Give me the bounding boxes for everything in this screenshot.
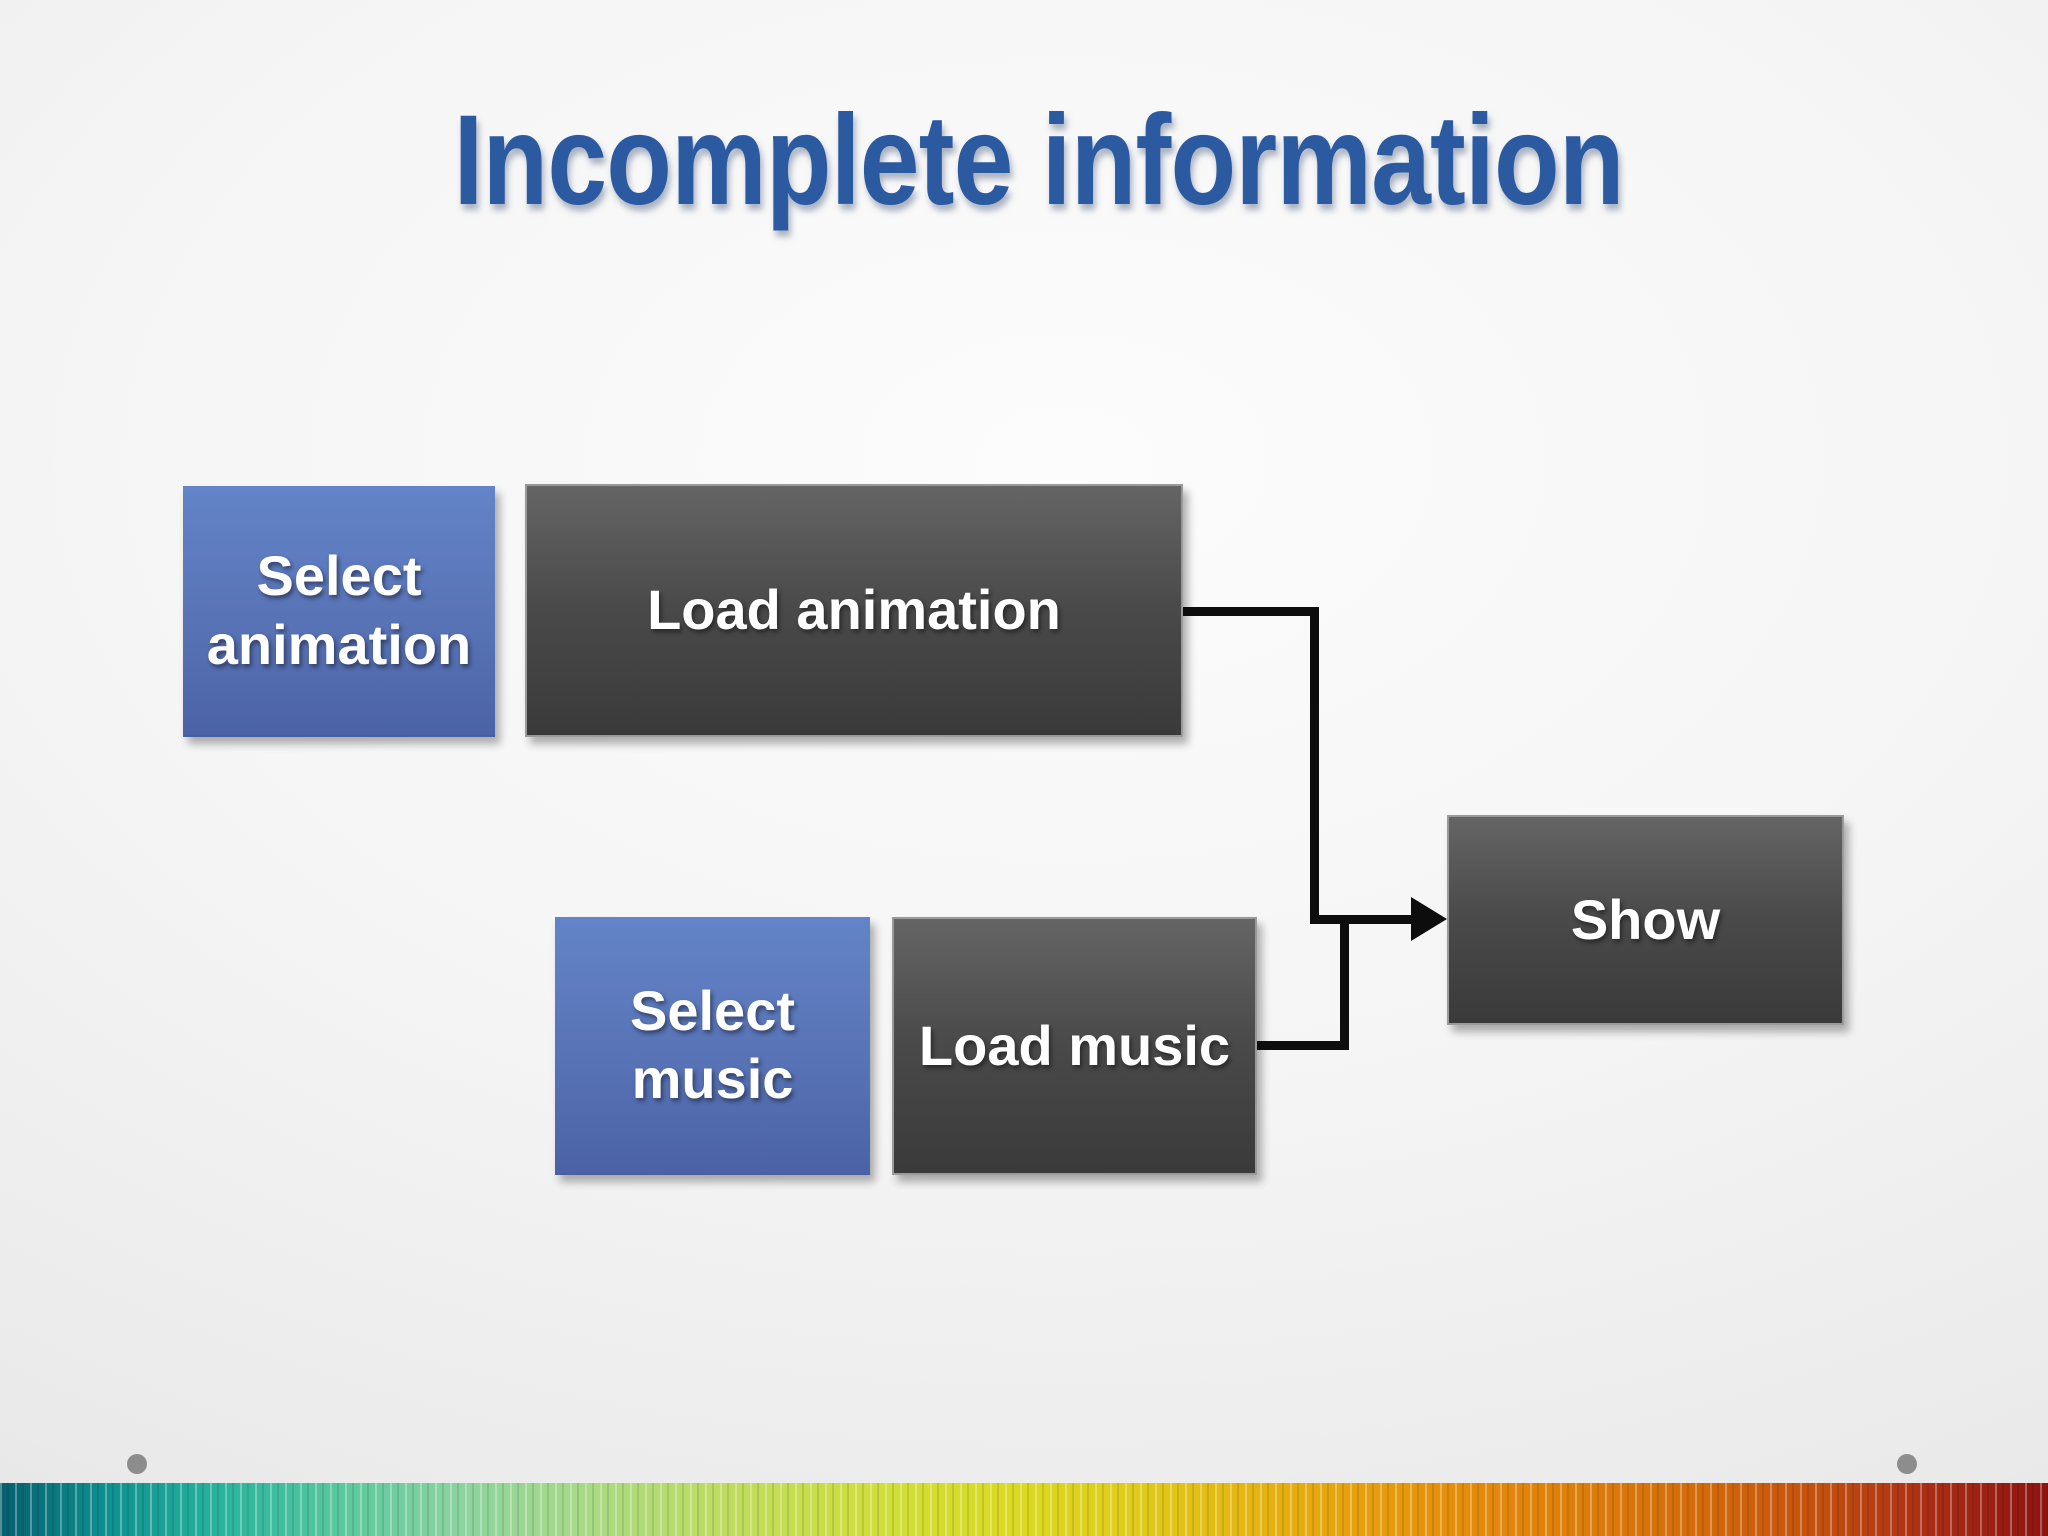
edge-load-music-to-show-segment-horizontal [1257,1041,1349,1050]
node-show: Show [1447,815,1844,1025]
arrowhead-icon [1411,897,1447,941]
slide-title: Incomplete information [0,84,2048,238]
edge-to-show-arrow-shaft [1310,915,1413,924]
node-select-music-label: Select music [630,978,795,1110]
footer-dot-right [1897,1454,1917,1474]
edge-load-animation-to-show-segment-horizontal [1183,607,1315,616]
node-select-music: Select music [555,917,870,1175]
node-load-music: Load music [892,917,1257,1175]
edge-load-music-to-show-segment-vertical [1340,919,1349,1050]
edge-load-animation-to-show-segment-vertical [1310,607,1319,924]
node-load-animation-label: Load animation [647,578,1061,642]
node-select-animation-label: Select animation [206,544,472,676]
slide-title-text: Incomplete information [453,89,1625,232]
footer-dot-left [127,1454,147,1474]
node-load-animation: Load animation [525,484,1183,737]
node-select-animation: Select animation [183,486,495,737]
node-show-label: Show [1570,887,1721,951]
node-load-music-label: Load music [918,1013,1231,1077]
footer-stripe [0,1483,2048,1536]
